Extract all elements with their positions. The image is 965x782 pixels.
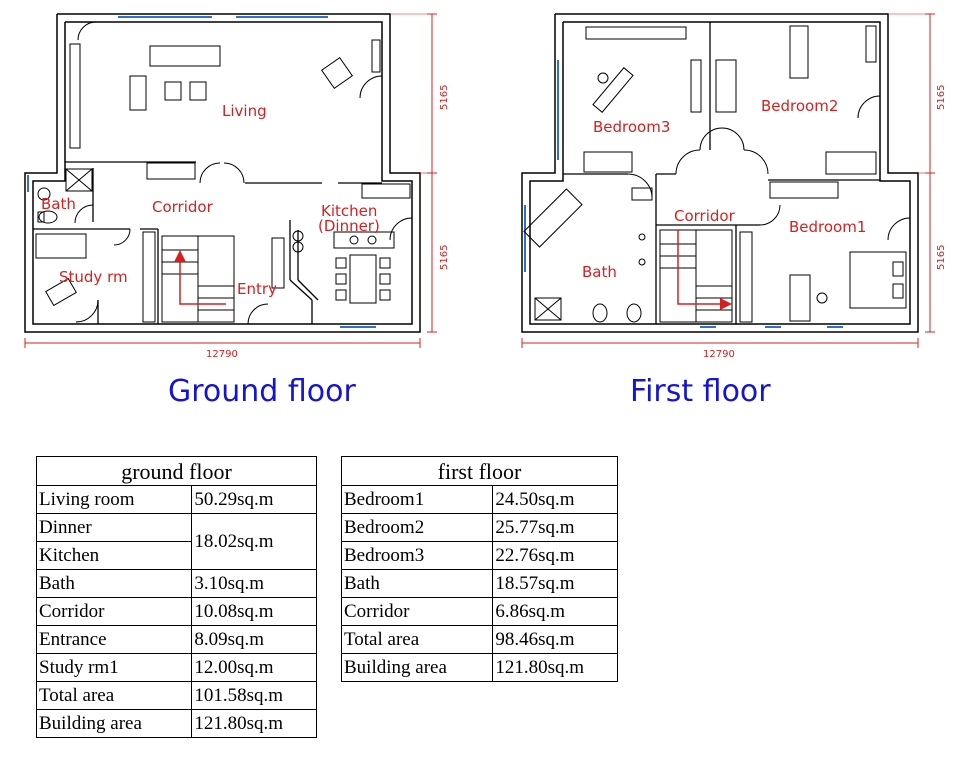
ground-stairs bbox=[161, 235, 235, 323]
room-area-cell: 98.46sq.m bbox=[492, 625, 618, 654]
first-width-dimension: 12790 bbox=[703, 349, 735, 360]
ground-furniture bbox=[35, 39, 411, 323]
ground-windows bbox=[27, 16, 376, 328]
room-name-cell: Building area bbox=[340, 653, 494, 682]
first-floor-title: First floor bbox=[630, 374, 771, 409]
ground-width-dimension: 12790 bbox=[206, 349, 238, 360]
ground-floor-title: Ground floor bbox=[168, 374, 356, 409]
table-row: Bath 3.10sq.m bbox=[35, 569, 317, 598]
room-name-cell: Study rm1 bbox=[35, 653, 193, 682]
room-label-corridor: Corridor bbox=[152, 198, 214, 216]
table-row: Bedroom1 24.50sq.m bbox=[340, 485, 618, 514]
room-name-cell: Bedroom2 bbox=[340, 513, 494, 542]
ground-table-caption: ground floor bbox=[36, 456, 317, 486]
table-row: Total area 98.46sq.m bbox=[340, 625, 618, 654]
table-row: Study rm1 12.00sq.m bbox=[35, 653, 317, 682]
table-row: Corridor 6.86sq.m bbox=[340, 597, 618, 626]
ground-dimension-lines bbox=[24, 13, 437, 348]
room-area-cell: 12.00sq.m bbox=[191, 653, 317, 682]
ground-doors bbox=[74, 21, 413, 325]
room-label-study: Study rm bbox=[59, 268, 128, 286]
table-row: Living room 50.29sq.m bbox=[35, 485, 317, 514]
room-label-bedroom2: Bedroom2 bbox=[761, 97, 838, 115]
room-label-first-corridor: Corridor bbox=[674, 207, 736, 225]
first-lower-depth-dimension: 5165 bbox=[936, 245, 947, 270]
table-row: Entrance 8.09sq.m bbox=[35, 625, 317, 654]
table-row: Building area 121.80sq.m bbox=[340, 653, 618, 682]
room-area-cell: 121.80sq.m bbox=[191, 709, 317, 738]
room-area-cell: 18.57sq.m bbox=[492, 569, 618, 598]
table-row: Dinner 18.02sq.m bbox=[35, 513, 317, 570]
room-name-cell: Total area bbox=[35, 681, 193, 710]
room-label-dinner: (Dinner) bbox=[318, 217, 380, 235]
room-label-entry: Entry bbox=[237, 280, 277, 298]
room-area-cell: 3.10sq.m bbox=[191, 569, 317, 598]
room-name-cell: Bedroom3 bbox=[340, 541, 494, 570]
first-furniture bbox=[523, 25, 907, 323]
room-label-kitchen: Kitchen bbox=[321, 202, 377, 220]
room-area-cell: 25.77sq.m bbox=[492, 513, 618, 542]
room-name-cell: Total area bbox=[340, 625, 494, 654]
room-area-cell: 50.29sq.m bbox=[191, 485, 317, 514]
ground-upper-depth-dimension: 5165 bbox=[439, 85, 450, 110]
room-name-cell: Bath bbox=[35, 569, 193, 598]
first-floor-area-table: first floor Bedroom1 24.50sq.m Bedroom2 … bbox=[340, 456, 618, 682]
room-label-bedroom3: Bedroom3 bbox=[593, 118, 670, 136]
room-name-cell: Living room bbox=[35, 485, 193, 514]
room-area-cell: 24.50sq.m bbox=[492, 485, 618, 514]
room-name-cell: Bath bbox=[340, 569, 494, 598]
first-floor-plan bbox=[521, 13, 935, 348]
table-caption-row: first floor bbox=[341, 456, 618, 486]
room-area-cell: 121.80sq.m bbox=[492, 653, 618, 682]
room-name-cell: Building area bbox=[35, 709, 193, 738]
room-label-first-bath: Bath bbox=[582, 263, 617, 281]
table-row: Building area 121.80sq.m bbox=[35, 709, 317, 738]
first-dimension-lines bbox=[521, 13, 935, 348]
floor-plans: Living Corridor Kitchen (Dinner) Bath St… bbox=[24, 13, 947, 360]
ground-outer-walls bbox=[24, 13, 421, 333]
ground-lower-depth-dimension: 5165 bbox=[439, 245, 450, 270]
room-label-bath: Bath bbox=[41, 195, 76, 213]
room-name-cell: Dinner bbox=[35, 513, 193, 542]
room-area-cell: 22.76sq.m bbox=[492, 541, 618, 570]
ground-interior-walls bbox=[33, 161, 382, 324]
room-name-cell: Entrance bbox=[35, 625, 193, 654]
table-row: Bedroom3 22.76sq.m bbox=[340, 541, 618, 570]
room-area-cell: 101.58sq.m bbox=[191, 681, 317, 710]
table-caption-row: ground floor bbox=[36, 456, 317, 486]
room-area-cell: 10.08sq.m bbox=[191, 597, 317, 626]
room-label-living: Living bbox=[222, 102, 267, 120]
table-row: Bath 18.57sq.m bbox=[340, 569, 618, 598]
room-name-cell: Bedroom1 bbox=[340, 485, 494, 514]
first-interior-walls bbox=[563, 22, 880, 324]
room-area-cell: 6.86sq.m bbox=[492, 597, 618, 626]
ground-floor-area-table: ground floor Living room 50.29sq.m Dinne… bbox=[35, 456, 317, 738]
room-area-cell: 18.02sq.m bbox=[191, 513, 317, 570]
room-name-cell: Corridor bbox=[35, 597, 193, 626]
table-row: Bedroom2 25.77sq.m bbox=[340, 513, 618, 542]
room-name-cell: Kitchen bbox=[35, 541, 193, 570]
room-name-cell: Corridor bbox=[340, 597, 494, 626]
ground-floor-plan bbox=[24, 13, 437, 348]
table-row: Corridor 10.08sq.m bbox=[35, 597, 317, 626]
room-area-cell: 8.09sq.m bbox=[191, 625, 317, 654]
first-outer-walls bbox=[521, 13, 919, 333]
first-stairs bbox=[659, 229, 733, 323]
first-upper-depth-dimension: 5165 bbox=[936, 85, 947, 110]
first-table-caption: first floor bbox=[341, 456, 618, 486]
first-windows bbox=[524, 60, 843, 328]
table-row: Total area 101.58sq.m bbox=[35, 681, 317, 710]
room-label-bedroom1: Bedroom1 bbox=[789, 218, 866, 236]
